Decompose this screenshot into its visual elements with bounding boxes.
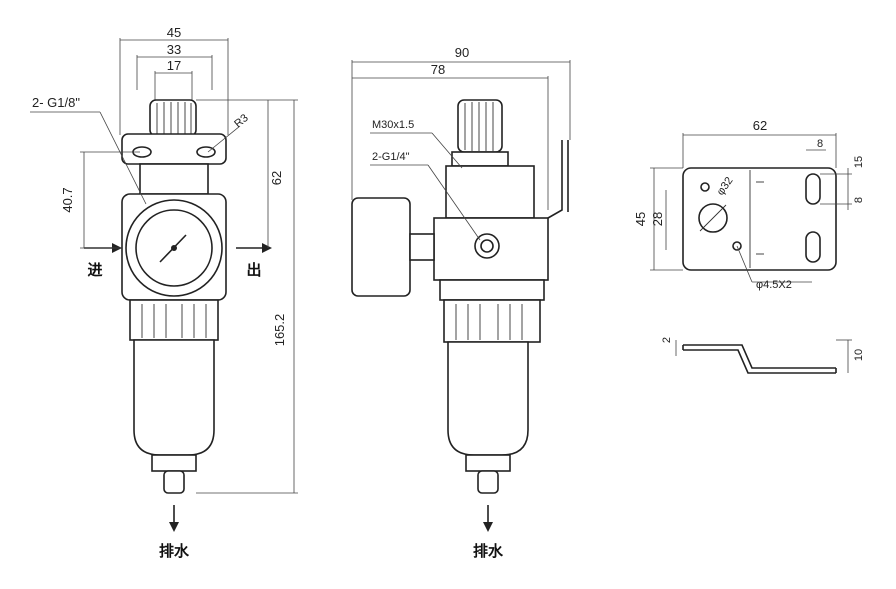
dim-width-78: 78 [431, 62, 445, 77]
dim-8: 8 [853, 197, 865, 203]
dim-slot-height: 15 [853, 156, 865, 168]
label-gauge-port-g14: 2-G1/4" [372, 151, 410, 163]
dim-port-height: 40.7 [60, 187, 75, 212]
side-bowl-ring [439, 279, 545, 301]
dim-mount-holes: φ4.5X2 [756, 279, 792, 291]
dim-upper-height: 62 [269, 171, 284, 185]
side-bowl-guard [443, 299, 541, 343]
side-gauge-stem [409, 233, 435, 261]
side-main-block [433, 217, 549, 281]
bracket-view: 62 8 15 8 45 28 φ32 φ4.5X2 [633, 118, 865, 374]
side-knob-base [451, 151, 509, 167]
label-drain-front: 排水 [159, 542, 190, 560]
bracket-profile [683, 344, 836, 369]
drain-valve [163, 470, 185, 494]
label-inlet: 进 [87, 261, 102, 279]
dim-total-height: 165.2 [272, 314, 287, 347]
bracket-plate [682, 167, 837, 271]
filter-bowl [133, 339, 215, 456]
dim-width-45: 45 [167, 25, 181, 40]
dim-bracket-width: 62 [753, 118, 767, 133]
dim-width-33: 33 [167, 42, 181, 57]
side-bracket [547, 140, 563, 219]
side-drain-valve [477, 470, 499, 494]
dim-thickness: 2 [661, 337, 673, 343]
bracket-slot-lower [805, 231, 821, 263]
dim-width-17: 17 [167, 58, 181, 73]
regulator-body [139, 163, 209, 195]
side-regulator-body [445, 165, 535, 219]
label-drain-side: 排水 [473, 542, 504, 560]
dim-total-width: 90 [455, 45, 469, 60]
label-outlet: 出 [246, 261, 261, 279]
front-view: 45 33 17 [30, 25, 298, 560]
label-thread-m30: M30x1.5 [372, 119, 414, 131]
label-ports-g18: 2- G1/8" [32, 95, 80, 110]
side-gauge [351, 197, 411, 297]
dim-height-28: 28 [650, 212, 665, 226]
dim-slot-width: 8 [817, 138, 823, 150]
dim-depth: 10 [853, 349, 865, 361]
dim-height-45: 45 [633, 212, 648, 226]
side-view: 90 78 排水 [351, 45, 571, 560]
bowl-guard [129, 299, 219, 341]
mounting-bracket-front [121, 133, 227, 165]
side-filter-bowl [447, 341, 529, 456]
drain-nut [151, 454, 197, 472]
bracket-slot-upper [805, 173, 821, 205]
bracket-center-hole [698, 203, 728, 233]
label-radius-r3: R3 [232, 112, 250, 130]
side-drain-nut [465, 454, 511, 472]
